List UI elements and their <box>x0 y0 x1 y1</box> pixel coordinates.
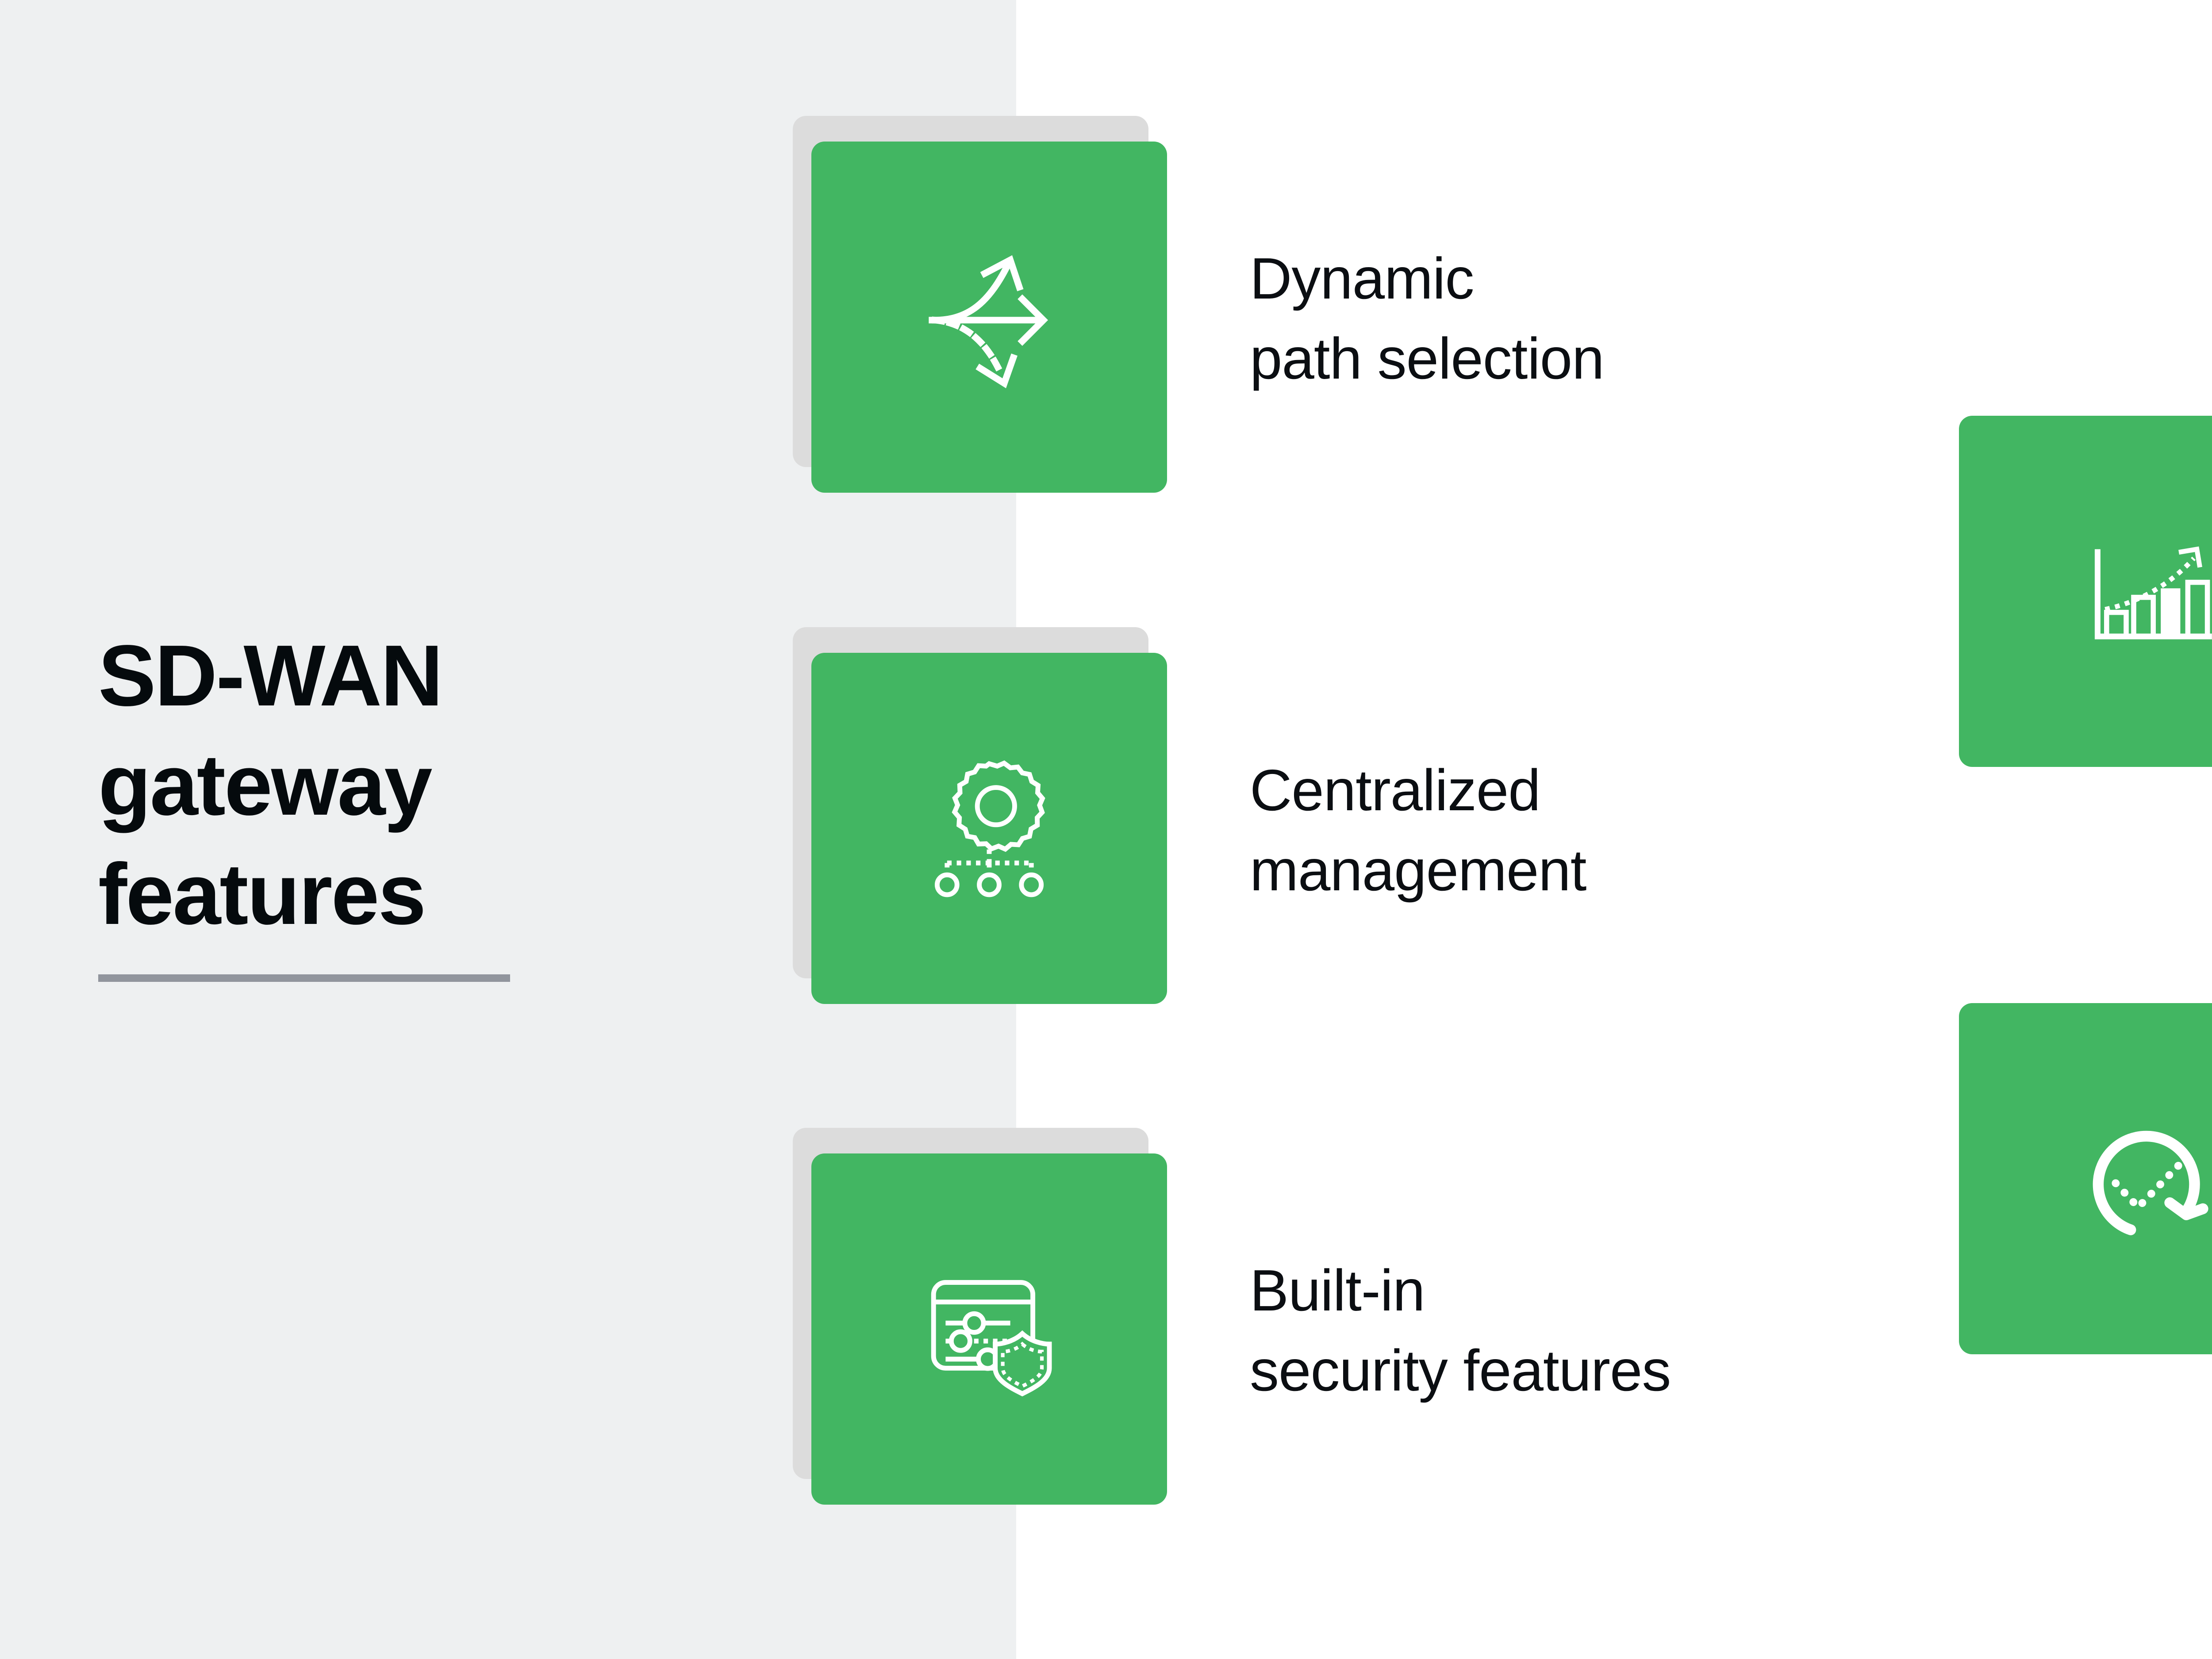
label-built-in-security-features: Built-in security features <box>1250 1251 1671 1411</box>
tile-built-in-security-features[interactable] <box>811 1153 1167 1505</box>
title-line-3: features <box>98 845 426 943</box>
label-line-1: Built-in <box>1250 1258 1425 1323</box>
label-line-2: security features <box>1250 1337 1671 1403</box>
label-line-2: management <box>1250 837 1586 903</box>
tile-more-bandwidth[interactable] <box>1959 416 2212 767</box>
growth-bar-chart-icon <box>2074 516 2212 667</box>
control-panel-shield-icon <box>914 1254 1064 1404</box>
tile-reliability-and-failover[interactable] <box>1959 1003 2212 1354</box>
branching-paths-icon <box>914 242 1064 392</box>
title-line-2: gateway <box>98 736 432 833</box>
label-centralized-management: Centralized management <box>1250 751 1586 911</box>
tile-centralized-management[interactable] <box>811 653 1167 1004</box>
title-underline-rule <box>98 974 510 982</box>
tile-dynamic-path-selection[interactable] <box>811 142 1167 493</box>
title-line-1: SD-WAN <box>98 627 443 724</box>
label-line-1: Centralized <box>1250 758 1541 823</box>
gear-hierarchy-icon <box>914 753 1064 904</box>
label-line-2: path selection <box>1250 326 1605 391</box>
label-dynamic-path-selection: Dynamic path selection <box>1250 239 1605 399</box>
label-line-1: Dynamic <box>1250 246 1474 311</box>
page-title: SD-WAN gateway features <box>98 621 718 949</box>
circular-arrow-check-icon <box>2074 1103 2212 1254</box>
